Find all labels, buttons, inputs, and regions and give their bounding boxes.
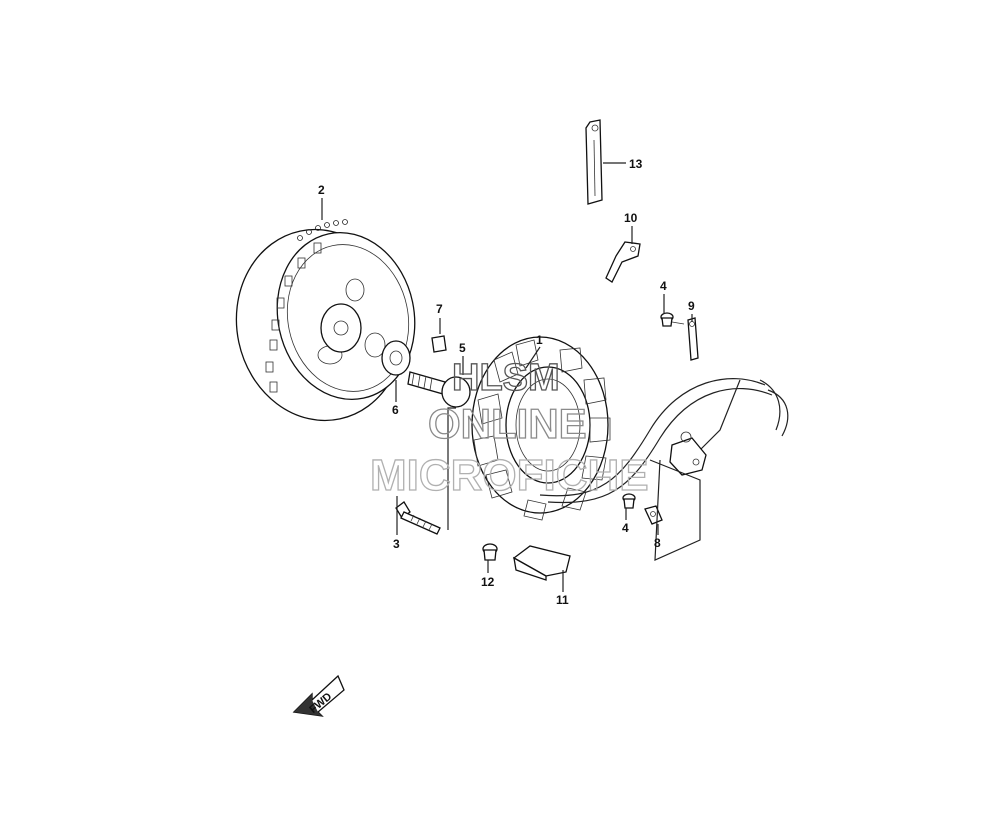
pulser-coil[interactable] — [669, 431, 707, 476]
callout-labels: 2 6 7 5 1 3 12 11 4 8 4 9 10 13 — [318, 157, 695, 607]
watermark-line-2: ONLINE — [428, 400, 587, 447]
watermark-line-1: HLSM — [452, 357, 560, 399]
callout-9: 9 — [688, 299, 695, 313]
callout-3: 3 — [393, 537, 400, 551]
callout-12: 12 — [481, 575, 495, 589]
wire-clamp[interactable] — [644, 505, 663, 525]
callout-1: 1 — [536, 333, 543, 347]
callout-10: 10 — [624, 211, 638, 225]
rotor-bolt[interactable] — [407, 371, 471, 408]
callout-4-upper: 4 — [660, 279, 667, 293]
guide-screw[interactable] — [660, 312, 685, 327]
stator-bolt[interactable] — [395, 501, 441, 535]
wire-clamp-plate[interactable] — [512, 545, 571, 581]
washer[interactable] — [381, 340, 411, 376]
wire-strap[interactable] — [585, 119, 603, 205]
pulser-screw[interactable] — [622, 493, 636, 509]
wire-guide[interactable] — [687, 317, 699, 361]
callout-7: 7 — [436, 302, 443, 316]
callout-4-lower: 4 — [622, 521, 629, 535]
clamp-screw[interactable] — [482, 543, 498, 561]
callout-13: 13 — [629, 157, 643, 171]
callout-2: 2 — [318, 183, 325, 197]
callout-11: 11 — [556, 593, 569, 607]
woodruff-key[interactable] — [431, 335, 447, 353]
stator-assembly[interactable] — [471, 336, 611, 521]
watermark: HLSM ONLINE MICROFICHE — [369, 356, 649, 500]
watermark-line-3: MICROFICHE — [370, 451, 649, 500]
forward-direction-arrow: FWD — [292, 674, 345, 717]
leader-lines — [321, 162, 701, 592]
callout-8: 8 — [654, 536, 661, 550]
callout-6: 6 — [392, 403, 399, 417]
stator-wire-harness — [539, 378, 789, 504]
harness-clamp[interactable] — [605, 241, 641, 283]
flywheel-rotor[interactable] — [219, 214, 430, 436]
callout-5: 5 — [459, 341, 466, 355]
